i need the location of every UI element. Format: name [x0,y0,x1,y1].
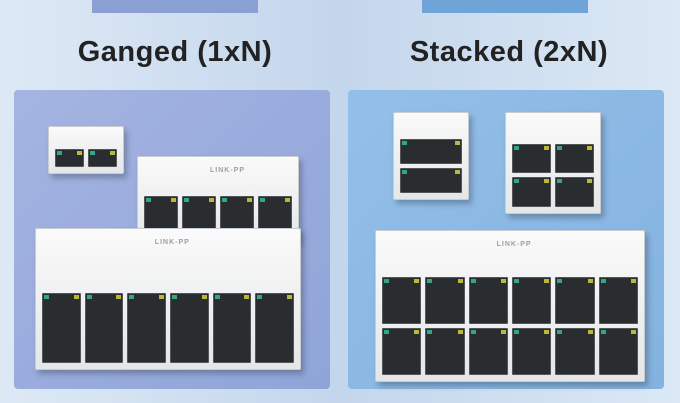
rj45-port [84,292,124,363]
rj45-port [555,143,594,174]
rj45-connector-1x2 [48,126,124,174]
rj45-connector-1x6: LINK-PP [35,228,301,370]
rj45-port [555,177,594,207]
ganged-accent-bar [92,0,258,13]
rj45-port [127,292,166,363]
rj45-port [88,148,117,167]
rj45-port [555,327,595,375]
rj45-connector-2x1 [393,112,469,200]
ganged-heading: Ganged (1xN) [77,36,273,68]
brand-logo: LINK-PP [496,241,532,248]
rj45-port [512,177,551,207]
rj45-port [382,327,422,375]
rj45-port [468,327,508,375]
rj45-port [468,276,508,324]
rj45-port [255,292,294,363]
rj45-port [212,292,252,363]
rj45-port [170,292,209,363]
stacked-panel: LINK-PP [348,90,664,389]
ganged-panel: LINK-PP LINK-PP [14,90,330,389]
stacked-heading: Stacked (2xN) [409,36,609,68]
rj45-port [42,292,81,363]
rj45-port [598,327,638,375]
rj45-port [400,139,462,165]
rj45-port [382,276,422,324]
rj45-port [555,276,595,324]
rj45-port [400,168,462,193]
rj45-connector-2x2 [505,112,601,214]
rj45-port [425,276,465,324]
rj45-port [512,143,551,174]
stacked-accent-bar [422,0,588,13]
rj45-port [425,327,465,375]
rj45-port [511,276,552,324]
rj45-port [598,276,638,324]
rj45-connector-2x6: LINK-PP [375,230,645,382]
brand-logo: LINK-PP [154,239,190,246]
rj45-port [55,148,84,167]
rj45-port [511,327,552,375]
brand-logo: LINK-PP [210,167,245,174]
